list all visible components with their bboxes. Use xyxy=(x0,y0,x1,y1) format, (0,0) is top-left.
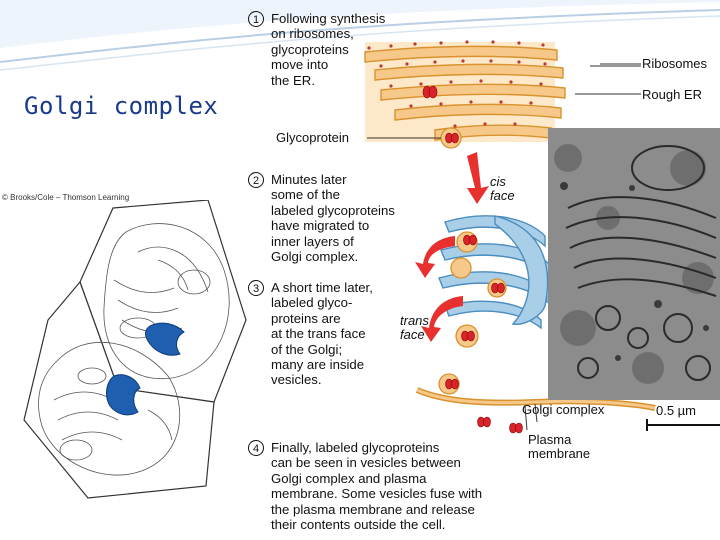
label-plasma-membrane: Plasma membrane xyxy=(528,432,591,461)
step-text: Following synthesis on ribosomes, glycop… xyxy=(271,11,386,88)
label-glycoprotein: Glycoprotein xyxy=(276,130,349,145)
migration-arrows xyxy=(415,152,489,342)
step-3: 3 A short time later, labeled glyco- pro… xyxy=(248,280,373,388)
scale-bar-tick xyxy=(646,419,648,431)
step-2: 2 Minutes later some of the labeled glyc… xyxy=(248,172,395,264)
step-text: Minutes later some of the labeled glycop… xyxy=(271,172,395,265)
label-ribosomes: Ribosomes xyxy=(642,56,708,71)
step-text: A short time later, labeled glyco- prote… xyxy=(271,280,373,388)
golgi-stack xyxy=(438,215,550,330)
step-number: 1 xyxy=(248,11,264,27)
label-cis-face: cis face xyxy=(490,174,515,203)
step-4: 4 Finally, labeled glycoproteins can be … xyxy=(248,440,482,532)
slide-title: Golgi complex xyxy=(24,92,219,120)
step-1: 1 Following synthesis on ribosomes, glyc… xyxy=(248,11,385,88)
step-text: Finally, labeled glycoproteins can be se… xyxy=(271,440,483,533)
labeled-glycoproteins xyxy=(422,85,523,434)
golgi-pathway-diagram xyxy=(364,40,656,434)
step-number: 4 xyxy=(248,440,264,456)
electron-micrograph xyxy=(548,128,720,400)
label-golgi-complex: Golgi complex xyxy=(522,402,605,417)
cell-illustration xyxy=(23,200,247,499)
label-scale: 0.5 µm xyxy=(656,403,697,418)
copyright-notice: © Brooks/Cole – Thomson Learning xyxy=(2,193,130,202)
step-number: 2 xyxy=(248,172,264,188)
label-trans-face: trans face xyxy=(400,313,429,342)
ribosome-dots xyxy=(367,40,547,128)
step-number: 3 xyxy=(248,280,264,296)
scale-bar xyxy=(646,424,720,426)
label-rough-er: Rough ER xyxy=(642,87,702,102)
